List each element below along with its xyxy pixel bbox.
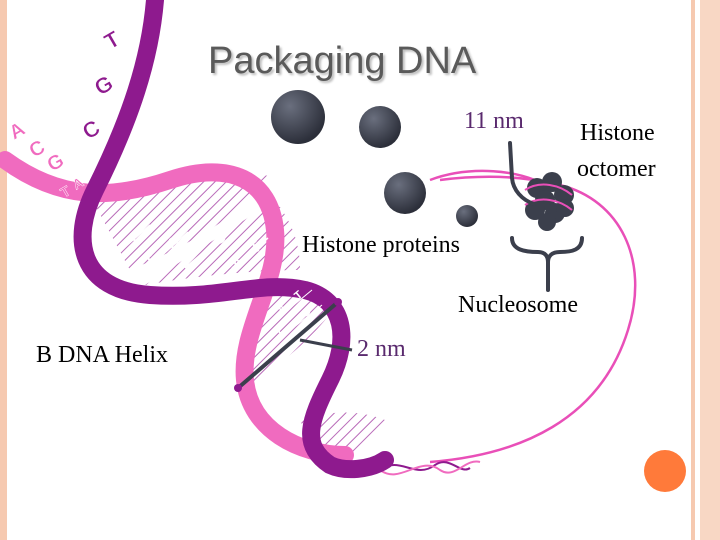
slide-border-left [0,0,7,540]
helix-fill-2 [145,200,300,285]
base-letter-G-top: G [90,70,117,100]
two-nm-end-b [334,298,342,306]
slide-border-right-inner [691,0,695,540]
dna-tail-pink [379,460,481,476]
base-letter-A-left: A [6,118,30,144]
histone-ball-3 [384,172,426,214]
two-nm-end-a [234,384,242,392]
base-letter-T-top: T [100,26,125,55]
two-nm-pointer [299,338,353,352]
label-11-nm: 11 nm [464,108,524,134]
label-histone-octomer-line2: octomer [577,156,656,182]
dna-strand-pink [0,151,354,464]
two-nm-bar [236,300,340,390]
label-2-nm: 2 nm [357,336,406,362]
pair8-b: A [284,382,298,396]
dna-strand-purple [73,0,394,479]
pair7-b: C [284,348,298,362]
histone-ball-2 [359,106,401,148]
histone-ball-1 [271,90,325,144]
slide-border-right-outer [700,0,720,540]
nucleosome-brace [510,236,584,263]
pair8-a: T [268,395,281,409]
histone-octomer-cluster [524,172,574,231]
label-nucleosome: Nucleosome [458,292,578,318]
slide-title: Packaging DNA [208,40,477,82]
label-histone-proteins: Histone proteins [302,232,460,258]
label-b-dna-helix: B DNA Helix [36,342,168,368]
label-histone-octomer-line1: Histone [580,120,655,146]
histone-ball-4 [456,205,478,227]
base-letter-C-top: C [78,115,104,145]
accent-orange-dot [644,450,686,492]
helix-fill-1 [95,175,275,270]
eleven-nm-pointer [508,141,536,206]
